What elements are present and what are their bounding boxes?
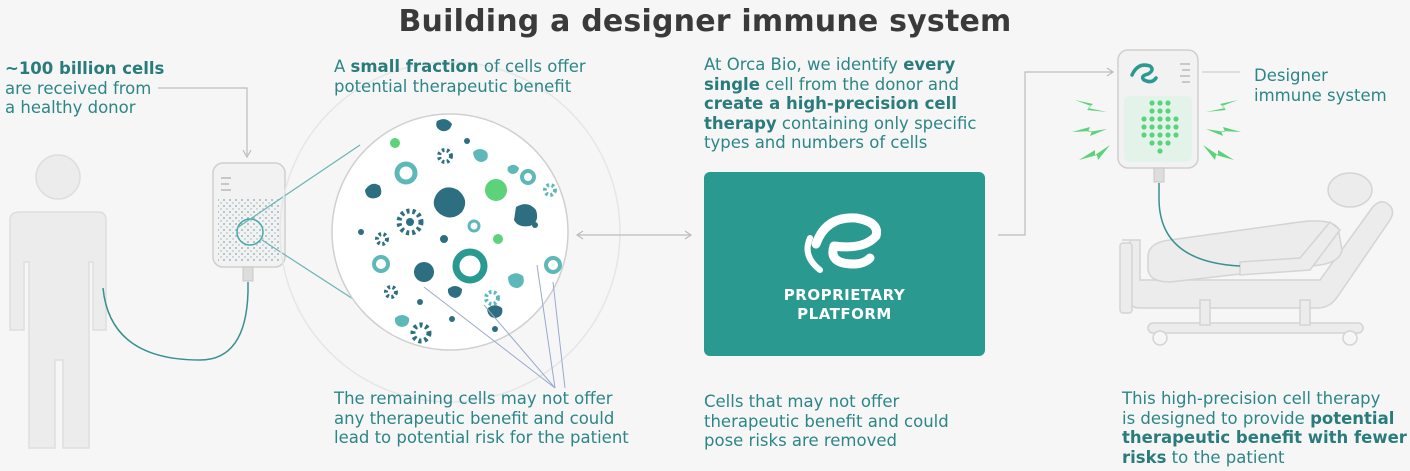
donor-caption-bold: ~100 billion cells	[5, 59, 165, 78]
platform-label-line1: PROPRIETARY	[783, 286, 906, 304]
donor-caption: ~100 billion cells are received from a h…	[5, 59, 164, 118]
removed-caption-line: pose risks are removed	[704, 431, 897, 450]
cell-magnifier	[331, 113, 569, 351]
fraction-caption-text: potential therapeutic benefit	[334, 76, 572, 96]
therapy-caption: This high-precision cell therapy is desi…	[1122, 389, 1407, 467]
remaining-caption-line: The remaining cells may not offer	[334, 389, 613, 408]
orca-caption-bold: single	[704, 74, 760, 94]
page-title: Building a designer immune system	[398, 4, 1012, 39]
removed-caption-line: therapeutic benefit and could	[704, 411, 949, 431]
energy-bolts	[1072, 100, 1241, 160]
orca-caption: At Orca Bio, we identify every single ce…	[704, 55, 976, 153]
orca-caption-text: cell from the donor and	[759, 74, 959, 94]
therapy-caption-bold: risks	[1122, 447, 1167, 467]
remaining-caption-line: lead to potential risk for the patient	[334, 428, 629, 447]
orca-caption-text: containing only specific	[776, 113, 977, 133]
therapy-caption-bold: potential	[1310, 408, 1395, 428]
patient-figure	[1147, 172, 1373, 283]
platform-label-line2: PLATFORM	[797, 305, 892, 323]
therapy-caption-bold: therapeutic benefit with fewer	[1122, 428, 1407, 447]
designer-label: Designer immune system	[1254, 66, 1387, 105]
orca-caption-bold: create a high-precision cell	[704, 94, 957, 113]
donor-figure	[9, 154, 107, 449]
remaining-caption-line: any therapeutic benefit and could	[334, 408, 615, 428]
remaining-caption: The remaining cells may not offer any th…	[334, 389, 629, 448]
proprietary-platform-panel: PROPRIETARY PLATFORM	[704, 172, 985, 356]
removed-caption: Cells that may not offer therapeutic ben…	[704, 392, 949, 451]
patient-iv-bag	[1117, 49, 1241, 267]
orca-logo-icon	[804, 213, 882, 273]
therapy-caption-text: to the patient	[1166, 447, 1285, 467]
donor-caption-line: are received from	[5, 78, 152, 98]
therapy-caption-text: This high-precision cell therapy	[1122, 389, 1381, 408]
fraction-caption: A small fraction of cells offer potentia…	[334, 57, 586, 96]
therapy-caption-text: is designed to provide	[1122, 408, 1311, 428]
donor-caption-line: a healthy donor	[5, 98, 136, 117]
removed-caption-line: Cells that may not offer	[704, 392, 900, 411]
orca-caption-text: types and numbers of cells	[704, 133, 928, 152]
orca-caption-bold: every	[903, 55, 956, 74]
designer-label-line: immune system	[1254, 85, 1387, 105]
patient-bed	[1119, 201, 1394, 346]
fraction-caption-text: A	[334, 57, 351, 76]
donor-arrow	[158, 87, 248, 155]
orca-caption-bold: therapy	[704, 113, 777, 133]
donor-iv-bag	[102, 162, 286, 361]
designer-label-line: Designer	[1254, 66, 1328, 85]
fraction-caption-text: of cells offer	[478, 57, 586, 76]
orca-caption-text: At Orca Bio, we identify	[704, 55, 904, 74]
fraction-caption-bold: small fraction	[350, 57, 479, 76]
